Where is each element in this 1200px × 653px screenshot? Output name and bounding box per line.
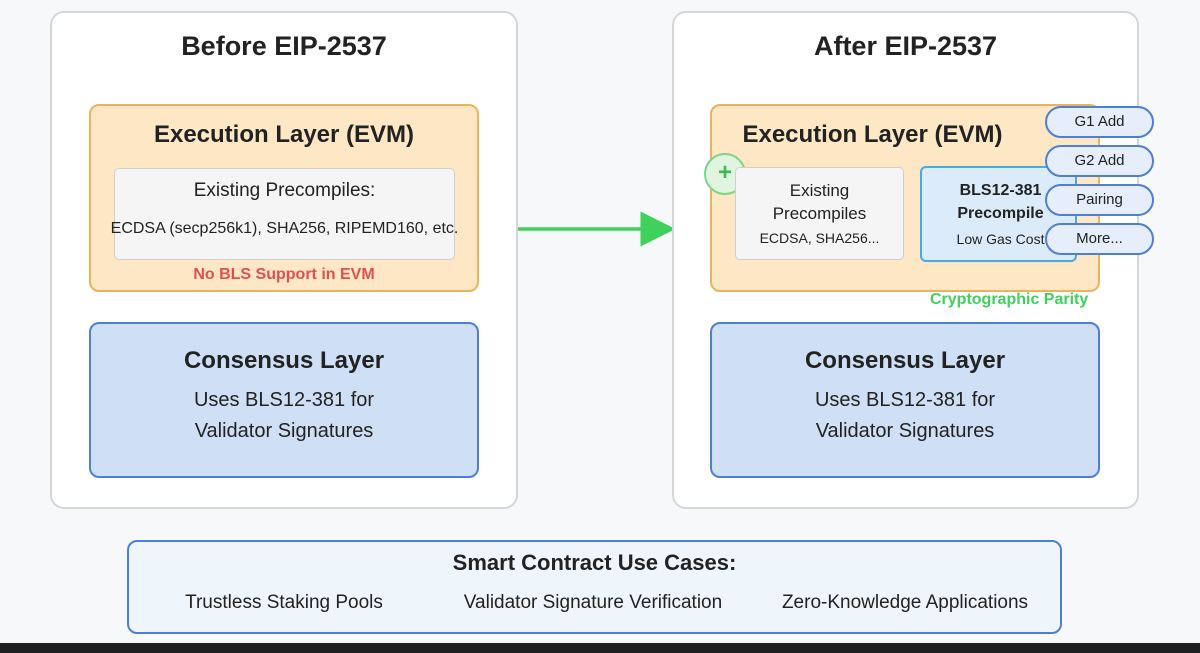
before-precompiles-box xyxy=(114,168,455,260)
before-consensus-layer xyxy=(89,322,479,478)
bottom-bar xyxy=(0,643,1200,653)
before-execution-title: Execution Layer (EVM) xyxy=(153,121,415,148)
after-existing-precompiles-box xyxy=(735,167,904,260)
after-existing-line1: Existing xyxy=(789,181,850,200)
after-consensus-layer xyxy=(710,322,1100,478)
use-case-trustless-staking: Trustless Staking Pools xyxy=(185,592,383,613)
after-existing-line3: ECDSA, SHA256... xyxy=(759,230,880,246)
before-precompiles-title: Existing Precompiles: xyxy=(193,180,376,201)
before-precompiles-list: ECDSA (secp256k1), SHA256, RIPEMD160, et… xyxy=(110,220,459,237)
after-execution-title: Execution Layer (EVM) xyxy=(742,121,1003,148)
use-case-zero-knowledge: Zero-Knowledge Applications xyxy=(781,592,1029,613)
bls-line3: Low Gas Cost xyxy=(956,231,1045,247)
op-pill-g2-add: G2 Add xyxy=(1045,145,1154,177)
use-cases-title: Smart Contract Use Cases: xyxy=(452,550,737,575)
after-consensus-title: Consensus Layer xyxy=(804,347,1006,374)
before-consensus-title: Consensus Layer xyxy=(183,347,385,374)
before-title: Before EIP-2537 xyxy=(181,31,387,61)
op-pill-g1-add: G1 Add xyxy=(1045,106,1154,138)
bls-line1: BLS12-381 xyxy=(959,182,1042,199)
bls-line2: Precompile xyxy=(957,205,1044,222)
op-pill-more: More... xyxy=(1045,223,1154,255)
parity-label: Cryptographic Parity xyxy=(930,291,1089,308)
before-consensus-line1: Uses BLS12-381 for xyxy=(193,389,375,411)
before-consensus-line2: Validator Signatures xyxy=(194,420,374,442)
after-consensus-line2: Validator Signatures xyxy=(815,420,995,442)
no-bls-label: No BLS Support in EVM xyxy=(193,266,375,283)
after-consensus-line1: Uses BLS12-381 for xyxy=(814,389,996,411)
use-case-validator-verification: Validator Signature Verification xyxy=(463,592,723,613)
op-pill-pairing: Pairing xyxy=(1045,184,1154,216)
use-cases-box xyxy=(127,540,1062,634)
after-existing-line2: Precompiles xyxy=(772,204,867,223)
after-title: After EIP-2537 xyxy=(813,31,998,61)
